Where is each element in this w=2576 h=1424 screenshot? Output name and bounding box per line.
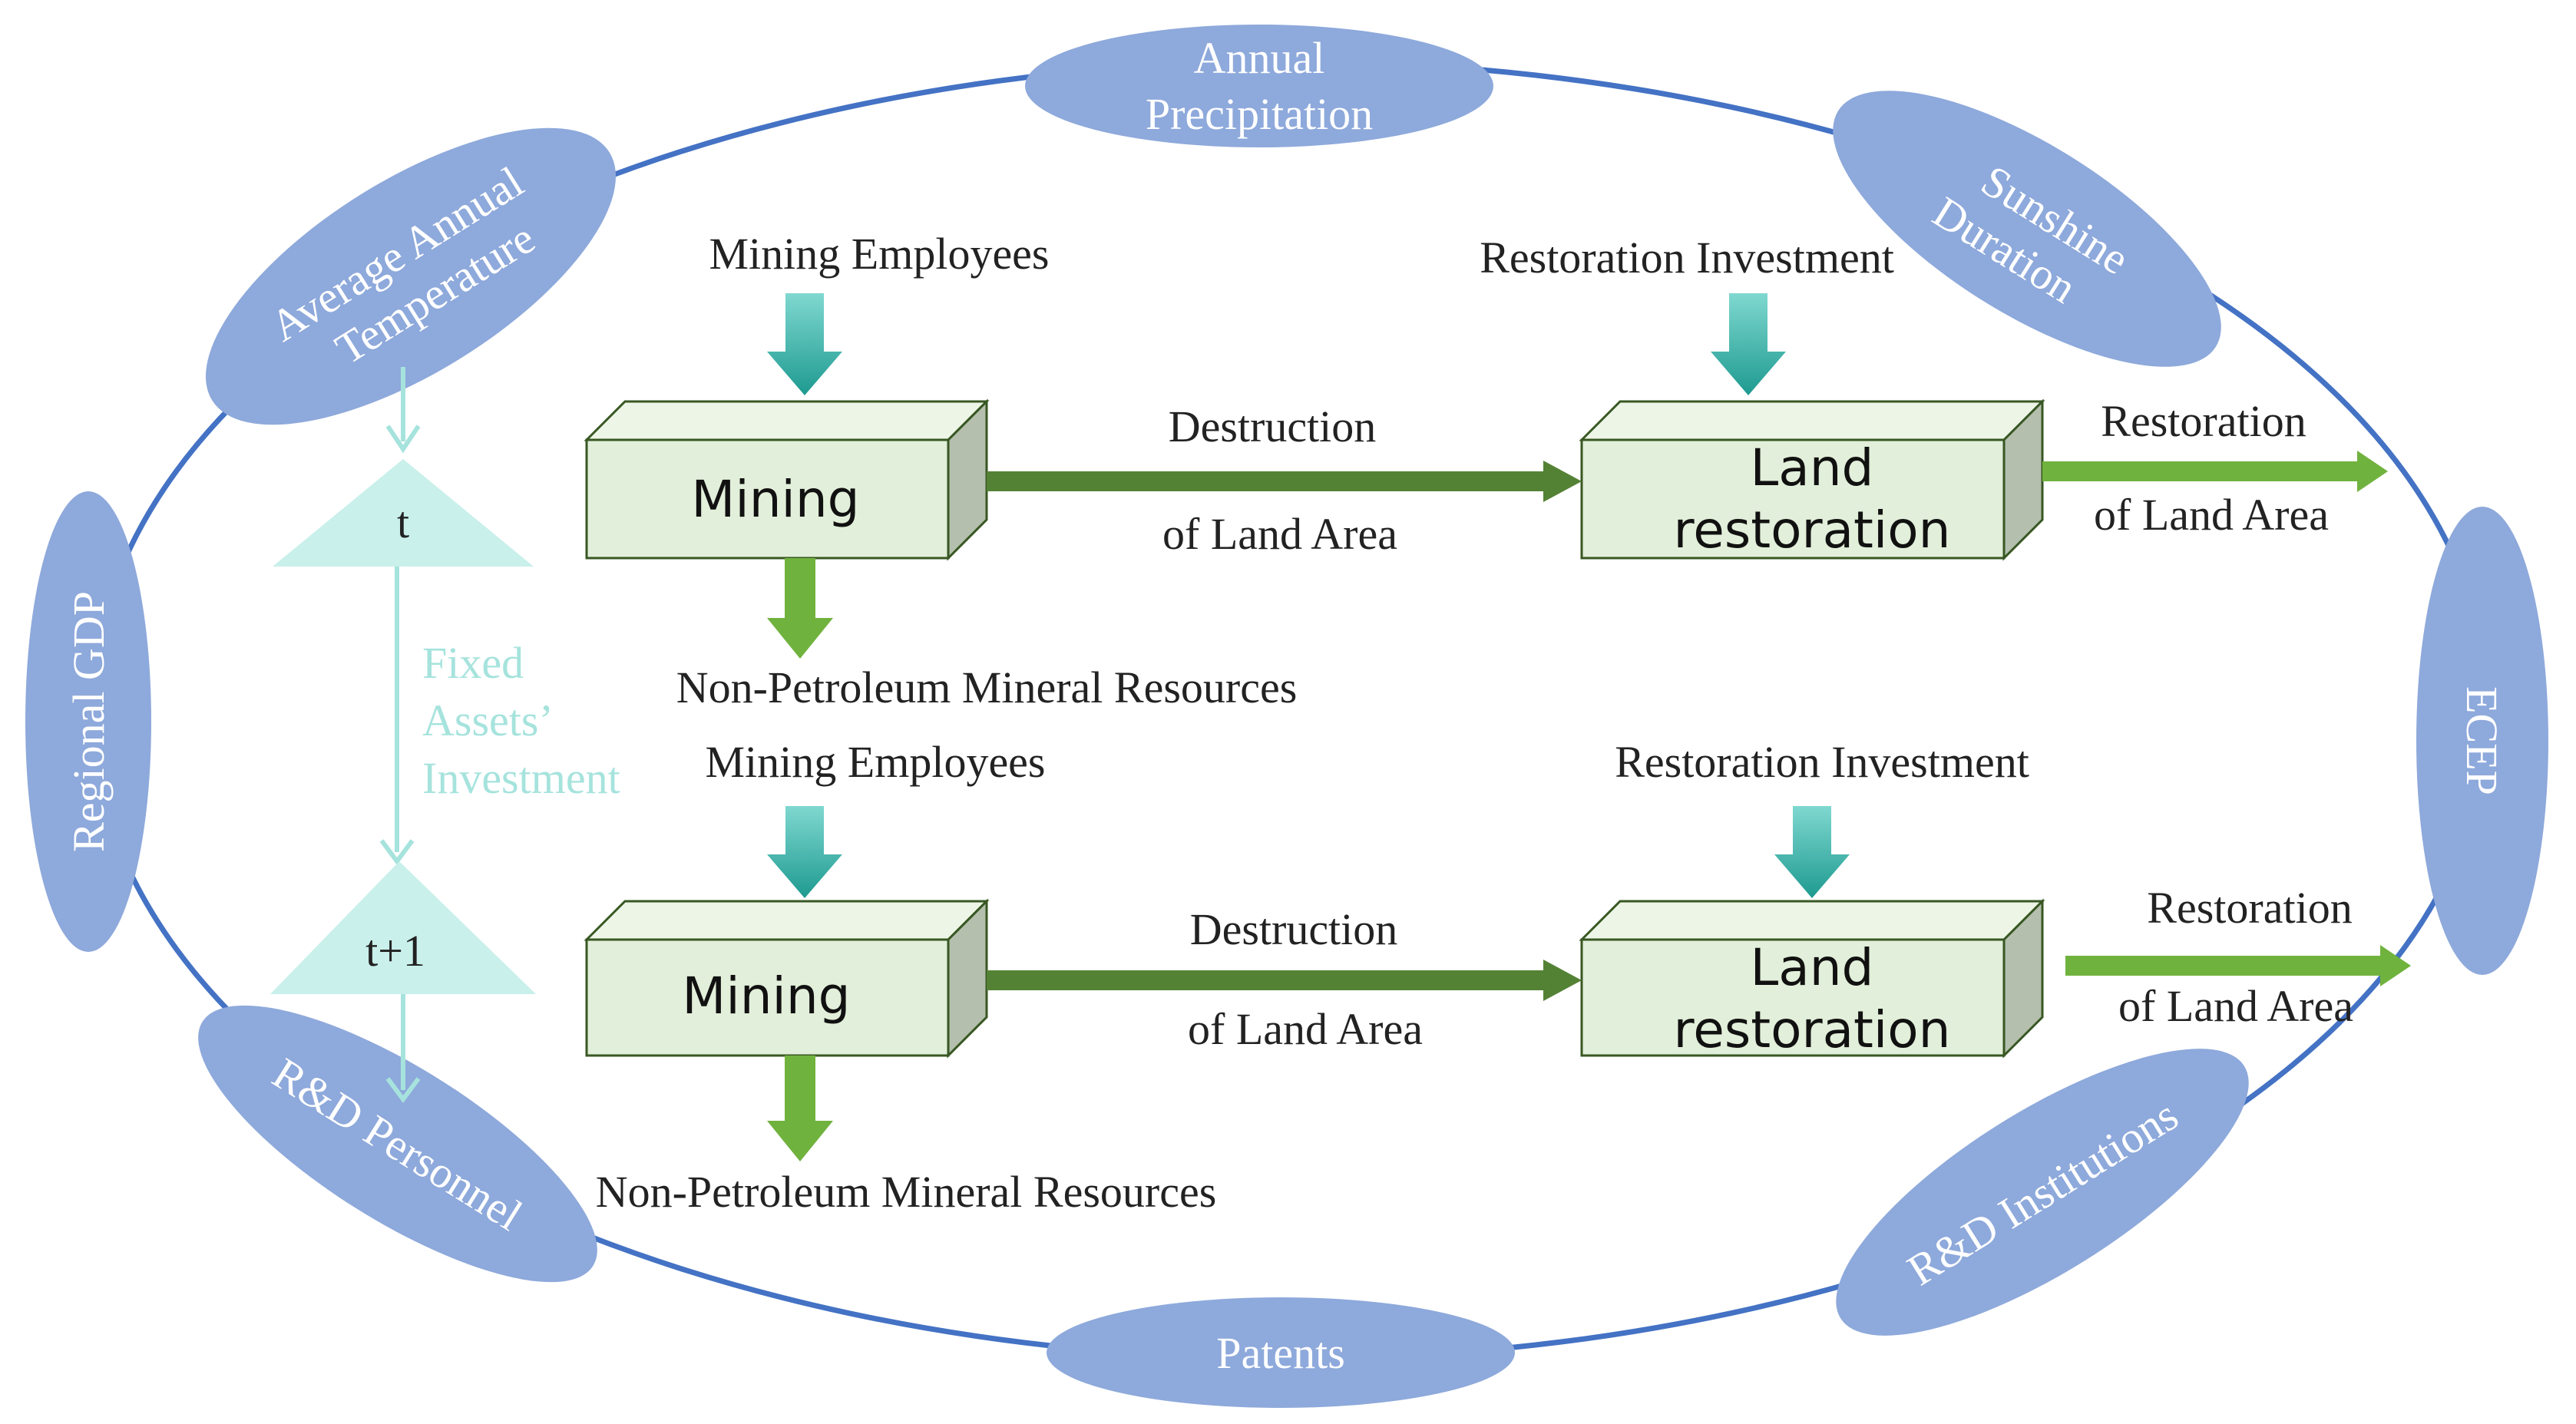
- destruction-line-1: Destruction: [1169, 401, 1377, 451]
- annual-precipitation-line-2: Precipitation: [1146, 89, 1373, 139]
- label-t: t: [397, 497, 409, 547]
- land-restoration-box: Land restoration: [1579, 898, 2045, 1059]
- mining-label: Mining: [682, 966, 850, 1026]
- period-t1: Mining Employees Restoration Investment …: [584, 737, 2411, 1217]
- ecep-label: ECEP: [2457, 686, 2507, 795]
- mining-box: Mining: [584, 898, 990, 1059]
- factor-patents: Patents: [1047, 1297, 1515, 1408]
- restoration-line-1: Restoration: [2147, 883, 2352, 933]
- teal-arrow-restoration-investment: [1711, 293, 1786, 395]
- mining-box: Mining: [584, 398, 990, 561]
- fixed-assets-line-2: Assets’: [422, 695, 554, 745]
- patents-label: Patents: [1216, 1328, 1345, 1378]
- mining-label: Mining: [691, 470, 859, 529]
- mining-employees-label: Mining Employees: [705, 737, 1045, 787]
- non-petroleum-label: Non-Petroleum Mineral Resources: [676, 662, 1298, 712]
- triangle-t: [273, 459, 534, 567]
- destruction-arrow: [987, 960, 1582, 1001]
- annual-precipitation-line-1: Annual: [1194, 33, 1325, 83]
- non-petroleum-label: Non-Petroleum Mineral Resources: [596, 1167, 1217, 1217]
- destruction-arrow: [987, 461, 1582, 502]
- factor-regional-gdp: Regional GDP: [25, 491, 151, 952]
- non-petroleum-arrow: [767, 558, 833, 659]
- teal-arrow-mining-employees: [767, 293, 842, 395]
- period-t: Mining Employees Restoration Investment …: [584, 229, 2388, 712]
- restoration-arrow: [2065, 945, 2411, 986]
- teal-arrow-mining-employees: [767, 806, 842, 898]
- fixed-assets-line-1: Fixed: [422, 638, 524, 688]
- restoration-investment-label: Restoration Investment: [1615, 737, 2029, 787]
- restoration-line-2: of Land Area: [2118, 981, 2353, 1031]
- non-petroleum-arrow: [767, 1056, 833, 1161]
- label-t1: t+1: [365, 926, 425, 976]
- land-restoration-line-1: Land: [1751, 938, 1874, 997]
- factor-annual-precipitation: Annual Precipitation: [1025, 25, 1493, 147]
- teal-arrow-restoration-investment: [1774, 806, 1850, 898]
- restoration-line-2: of Land Area: [2094, 490, 2329, 540]
- triangle-t1: [270, 861, 536, 994]
- restoration-arrow: [2042, 451, 2388, 492]
- destruction-line-1: Destruction: [1190, 904, 1398, 954]
- land-restoration-box: Land restoration: [1579, 398, 2045, 561]
- destruction-line-2: of Land Area: [1162, 509, 1397, 559]
- factor-rd-personnel: R&D Personnel: [198, 1005, 597, 1283]
- land-restoration-line-2: restoration: [1674, 501, 1951, 560]
- restoration-investment-label: Restoration Investment: [1480, 233, 1894, 282]
- regional-gdp-label: Regional GDP: [64, 591, 114, 852]
- factor-sunshine-duration: Sunshine Duration: [1833, 91, 2221, 367]
- land-restoration-line-1: Land: [1751, 438, 1874, 497]
- factor-ecep: ECEP: [2416, 507, 2548, 975]
- mining-employees-label: Mining Employees: [709, 229, 1049, 279]
- factor-average-annual-temperature: Average Annual Temperature: [205, 127, 617, 425]
- timeline: t t+1 Fixed Assets’ Investment: [270, 367, 620, 1104]
- land-restoration-line-2: restoration: [1674, 1000, 1951, 1059]
- restoration-line-1: Restoration: [2101, 396, 2306, 446]
- fixed-assets-line-3: Investment: [422, 753, 620, 803]
- destruction-line-2: of Land Area: [1188, 1004, 1423, 1054]
